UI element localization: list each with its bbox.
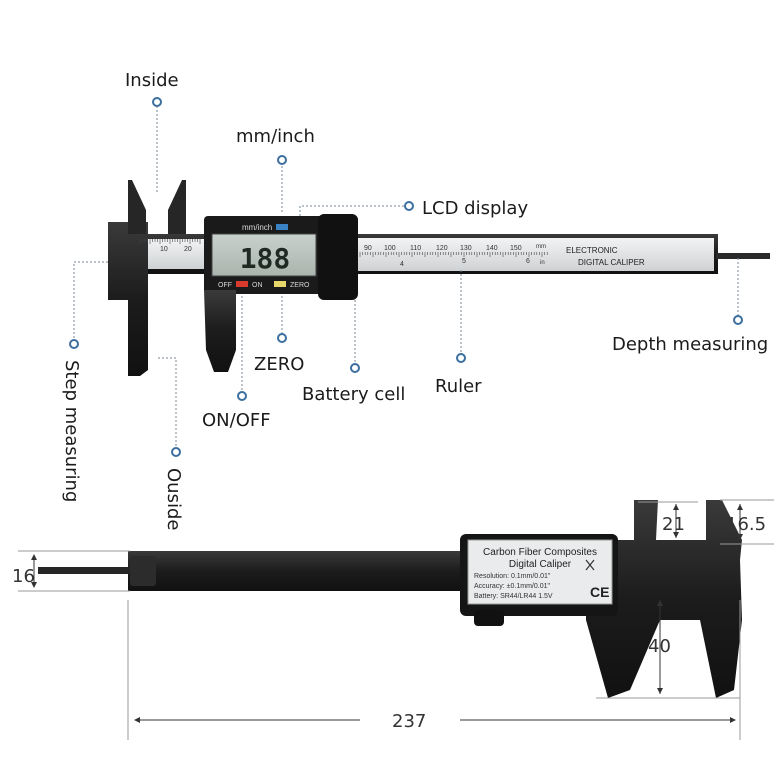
unit-button[interactable] (276, 224, 288, 230)
dim-16: 16 (12, 566, 35, 587)
label-mm-inch: mm/inch (236, 126, 315, 147)
tick-label: 0 (143, 252, 147, 259)
ruler-left-labels: 0 10 20 (143, 246, 192, 259)
on-off-button[interactable] (236, 281, 248, 287)
dim-21: 21 (662, 514, 685, 535)
inch-tick: 5 (462, 258, 466, 265)
marker-dot (350, 363, 360, 373)
tick-label: 130 (460, 245, 472, 252)
weee-icon (585, 559, 595, 571)
spec-accuracy: Accuracy: ±0.1mm/0.01" (474, 583, 550, 590)
spec-battery: Battery: SR44/LR44 1.5V (474, 593, 553, 600)
label-depth-measuring: Depth measuring (612, 334, 768, 355)
brand-line-2: DIGITAL CALIPER (578, 258, 645, 267)
dimension-values: 16 21 16.5 40 237 (12, 514, 766, 732)
fixed-jaw (108, 222, 148, 376)
marker-dot (237, 391, 247, 401)
tick-label: 150 (510, 245, 522, 252)
sliding-jaw (204, 290, 236, 372)
label-lcd-display: LCD display (422, 198, 528, 219)
tick-label: 90 (364, 245, 372, 252)
leader-step (73, 261, 108, 342)
dimension-lines (18, 499, 774, 740)
tick-label: 20 (184, 246, 192, 253)
bottom-caliper: Carbon Fiber Composites Digital Caliper … (38, 500, 742, 698)
marker-dot (277, 155, 287, 165)
marker-dot (456, 353, 466, 363)
spec-resolution: Resolution: 0.1mm/0.01" (474, 573, 551, 580)
tick-label: 120 (436, 245, 448, 252)
depth-rod (716, 253, 770, 259)
dim-40: 40 (648, 636, 671, 657)
label-inside: Inside (125, 70, 179, 91)
label-on-off: ON/OFF (202, 410, 271, 431)
lcd-reading: 188 (240, 242, 291, 275)
label-zero: ZERO (254, 354, 304, 375)
marker-dot (733, 315, 743, 325)
marker-dot (404, 201, 414, 211)
spec-title-2: Digital Caliper (509, 559, 572, 570)
zero-button[interactable] (274, 281, 286, 287)
thumb-wheel-back (474, 610, 504, 626)
label-step-measuring: Step measuring (61, 360, 82, 502)
inch-tick: 4 (400, 261, 404, 268)
marker-dot (69, 339, 79, 349)
marker-dot (152, 97, 162, 107)
ce-mark: CE (590, 584, 609, 600)
ruler-ticks (139, 239, 548, 257)
jaws-back (586, 500, 742, 698)
tick-label: 100 (384, 245, 396, 252)
tick-label: 10 (160, 246, 168, 253)
tick-label: 110 (410, 245, 421, 252)
brand-line-1: ELECTRONIC (566, 246, 618, 255)
inside-jaw-fixed (128, 180, 146, 234)
thumb-wheel (318, 214, 358, 300)
callout-labels: Inside mm/inch LCD display ZERO Battery … (61, 70, 768, 530)
unit-button-label: mm/inch (242, 223, 272, 232)
unit-in: in (540, 260, 545, 266)
inside-jaw-sliding (168, 180, 186, 234)
off-button-label: OFF (218, 282, 232, 289)
dim-16-5: 16.5 (726, 514, 766, 535)
spec-title-1: Carbon Fiber Composites (483, 547, 597, 558)
marker-dot (277, 333, 287, 343)
leader-outside (158, 357, 177, 450)
inch-tick: 6 (526, 258, 530, 265)
callout-leaders (73, 102, 739, 450)
unit-mm: mm (536, 244, 546, 250)
label-outside: Ouside (163, 468, 184, 530)
lcd-window (211, 233, 317, 277)
top-caliper: 188 mm/inch OFF ON ZERO 0 10 20 90 100 1… (108, 180, 770, 376)
marker-dot (171, 447, 181, 457)
ruler-left-visible (138, 239, 204, 269)
ruler-right-labels: 90 100 110 120 130 140 150 mm 4 5 6 in (364, 244, 546, 268)
label-battery-cell: Battery cell (302, 384, 405, 405)
beam-end-cap (130, 556, 156, 586)
leader-lcd (299, 205, 408, 216)
zero-button-label: ZERO (290, 282, 310, 289)
ruler-right-visible (358, 238, 714, 271)
tick-label: 140 (486, 245, 498, 252)
spec-label (467, 539, 613, 605)
label-ruler: Ruler (435, 376, 482, 397)
dim-237: 237 (392, 711, 426, 732)
depth-rod-back (38, 567, 130, 574)
on-button-label: ON (252, 282, 263, 289)
callout-markers (69, 97, 743, 457)
